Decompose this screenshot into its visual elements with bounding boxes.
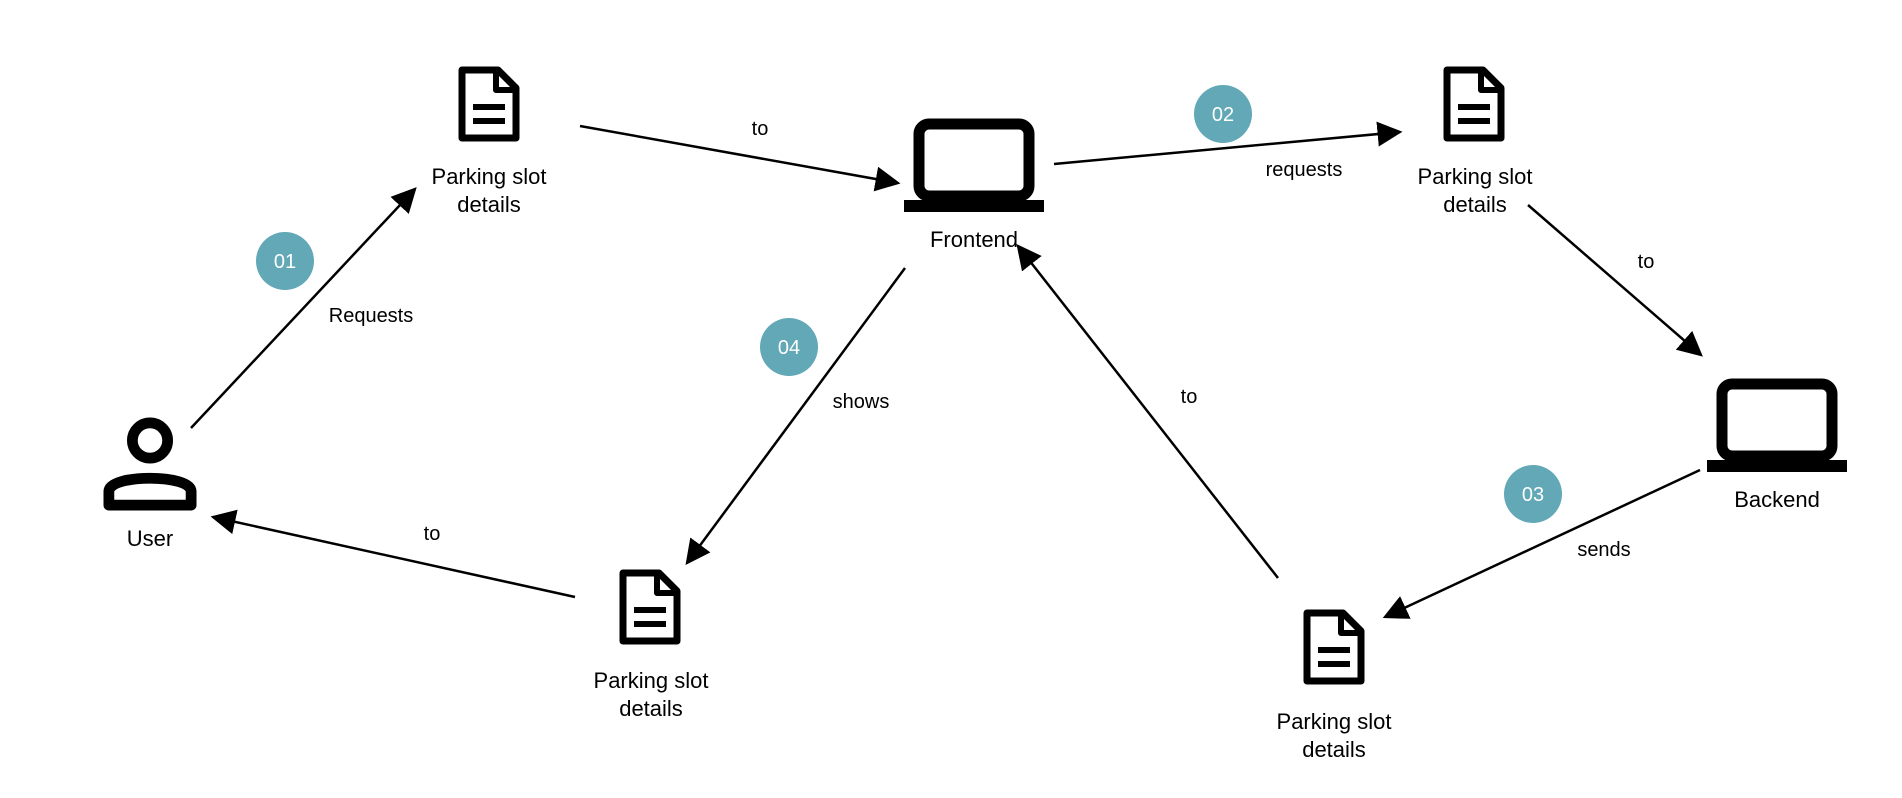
edge-label-requests: requests <box>1266 159 1343 181</box>
badge-number: 04 <box>778 337 800 359</box>
user-icon <box>109 423 191 505</box>
edge-label-shows: shows <box>833 391 890 413</box>
badge-number: 02 <box>1212 104 1234 126</box>
badge-circle <box>1194 85 1252 143</box>
laptop-icon <box>904 124 1044 212</box>
edge-doc3-to-frontend <box>1016 244 1279 579</box>
edge-backend-to-doc3 <box>1382 468 1701 619</box>
arrow-line <box>1016 244 1279 579</box>
edge-doc1-to-frontend <box>579 124 901 192</box>
edge-doc4-to-user <box>210 509 576 599</box>
node-user: User <box>109 423 191 551</box>
arrow-line <box>579 124 901 192</box>
node-label-line1: Parking slot <box>1418 164 1533 189</box>
node-label-line1: Parking slot <box>594 668 709 693</box>
badge-number: 01 <box>274 251 296 273</box>
arrow-line <box>210 509 576 599</box>
arrow-line <box>1382 468 1701 619</box>
node-label-backend: Backend <box>1734 487 1820 512</box>
badge-circle <box>256 232 314 290</box>
node-label-user: User <box>127 526 173 551</box>
node-frontend: Frontend <box>904 124 1044 252</box>
node-label-frontend: Frontend <box>930 227 1018 252</box>
document-icon <box>462 70 516 138</box>
document-icon <box>1447 70 1501 138</box>
node-label-line2: details <box>619 696 683 721</box>
badge-number: 03 <box>1522 484 1544 506</box>
node-doc1: Parking slot details <box>432 70 547 217</box>
edge-label-sends: sends <box>1577 539 1630 561</box>
node-label-line2: details <box>457 192 521 217</box>
node-doc3: Parking slot details <box>1277 613 1392 762</box>
badge-circle <box>1504 465 1562 523</box>
arrow-line <box>190 187 417 429</box>
step-badge-01: 01 <box>256 232 314 290</box>
edge-doc2-to-backend <box>1527 204 1703 357</box>
edge-label-to: to <box>1638 251 1655 273</box>
node-backend: Backend <box>1707 384 1847 512</box>
node-label-line1: Parking slot <box>432 164 547 189</box>
edge-label-to: to <box>424 523 441 545</box>
edge-label-to: to <box>1181 386 1198 408</box>
node-doc4: Parking slot details <box>594 573 709 721</box>
arrow-line <box>1053 121 1403 166</box>
document-icon <box>623 573 677 641</box>
node-label-line2: details <box>1443 192 1507 217</box>
laptop-icon <box>1707 384 1847 472</box>
edge-user-to-doc1 <box>190 187 417 429</box>
edge-label-requests: Requests <box>329 305 414 327</box>
edge-frontend-to-doc2 <box>1053 121 1403 166</box>
step-badge-04: 04 <box>760 318 818 376</box>
badge-circle <box>760 318 818 376</box>
document-icon <box>1307 613 1361 681</box>
node-label-line1: Parking slot <box>1277 709 1392 734</box>
arrow-line <box>1527 204 1703 357</box>
node-doc2: Parking slot details <box>1418 70 1533 217</box>
edge-label-to: to <box>752 118 769 140</box>
step-badge-03: 03 <box>1504 465 1562 523</box>
edge-frontend-to-doc4 <box>685 267 907 566</box>
arrow-line <box>685 267 907 566</box>
step-badge-02: 02 <box>1194 85 1252 143</box>
node-label-line2: details <box>1302 737 1366 762</box>
